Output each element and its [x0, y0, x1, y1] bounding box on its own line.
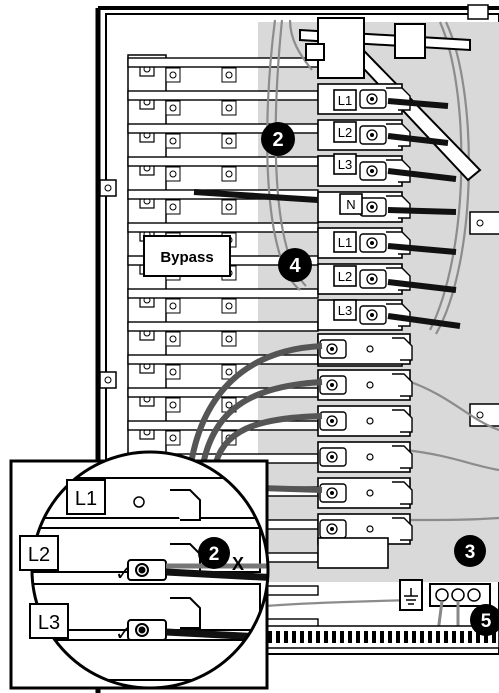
lower-phase-labels: L1 L2 L3 [333, 231, 357, 321]
label-lower-l3: L3 [338, 303, 352, 318]
output-cables [187, 343, 323, 493]
terminal-blocks [317, 83, 413, 569]
label-neutral: N [346, 197, 355, 212]
label-upper-l1: L1 [338, 93, 352, 108]
svg-text:4: 4 [289, 255, 301, 277]
check-mark-l2: ✓ [115, 563, 132, 585]
inset-label-l3: L3 [38, 612, 60, 634]
callout-2-main: 2 [261, 122, 295, 156]
bypass-text: Bypass [160, 249, 213, 266]
svg-text:5: 5 [481, 611, 492, 632]
bypass-label: Bypass [143, 235, 231, 277]
svg-text:2: 2 [272, 129, 283, 151]
label-upper-l3: L3 [338, 157, 352, 172]
ground-terminal [399, 579, 491, 633]
callout-2-inset: 2 [198, 537, 230, 569]
callout-4: 4 [278, 248, 312, 282]
input-cables [193, 98, 461, 329]
inset-label-l1: L1 [75, 488, 97, 510]
label-upper-l2: L2 [338, 125, 352, 140]
inset-detail: L1 L2 L3 ✓ ✓ X 2 [9, 450, 270, 690]
callout-5: 5 [470, 604, 499, 636]
check-mark-l3: ✓ [115, 623, 132, 645]
svg-text:2: 2 [209, 544, 220, 565]
svg-text:3: 3 [465, 542, 476, 563]
upper-phase-labels: L1 L2 L3 N [333, 89, 363, 215]
label-lower-l1: L1 [338, 235, 352, 250]
vent-grille [261, 625, 499, 649]
inset-label-l2: L2 [28, 544, 50, 566]
label-lower-l2: L2 [338, 269, 352, 284]
callout-3: 3 [454, 535, 486, 567]
cross-mark: X [232, 554, 244, 574]
